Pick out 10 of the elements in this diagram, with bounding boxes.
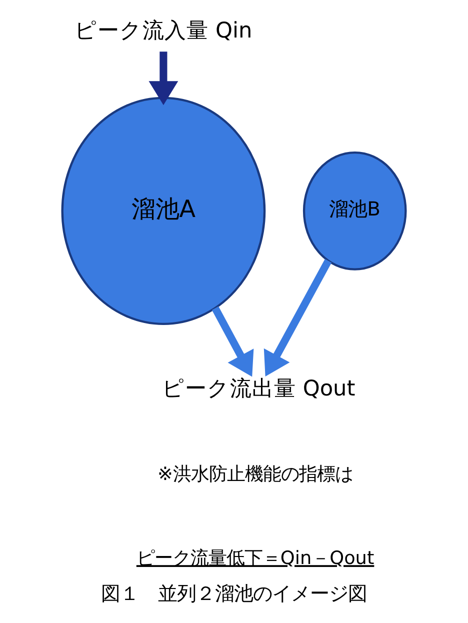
arrow <box>212 306 254 377</box>
label: ピーク流量低下＝Qin－Qout <box>136 548 374 570</box>
label: ※洪水防止機能の指標は <box>157 464 353 485</box>
node-ellipse: 溜池B <box>302 151 407 270</box>
arrow <box>148 52 178 106</box>
node-text: ピーク流出量 Qout <box>162 376 356 402</box>
node-text: ピーク流入量 Qin <box>74 18 252 44</box>
arrow <box>264 258 332 376</box>
node-ellipse: 溜池A <box>61 96 266 326</box>
caption: 図１ 並列２溜池のイメージ図 <box>101 582 367 606</box>
